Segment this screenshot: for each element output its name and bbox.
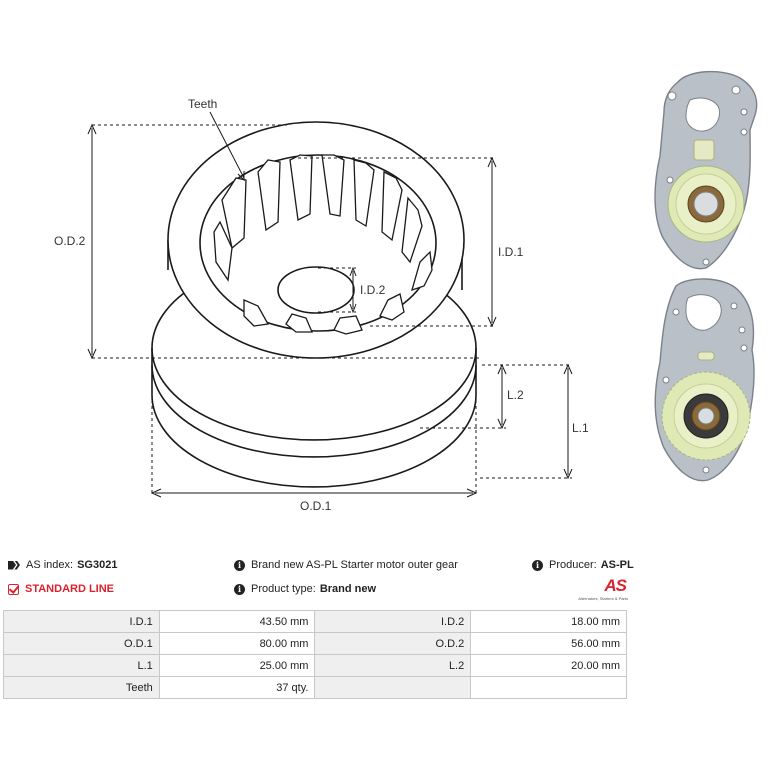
spec-label	[314, 676, 472, 699]
info-icon: i	[234, 559, 245, 571]
spec-value: 20.00 mm	[470, 654, 627, 677]
label-id1: I.D.1	[498, 245, 524, 259]
spec-value: 25.00 mm	[158, 654, 316, 677]
spec-value: 43.50 mm	[158, 610, 316, 633]
info-icon: i	[234, 583, 245, 595]
producer: i Producer: AS-PL	[532, 559, 634, 571]
product-photo-top	[654, 70, 758, 270]
spec-value: 80.00 mm	[158, 632, 316, 655]
standard-line: STANDARD LINE	[8, 583, 114, 595]
spec-label: O.D.2	[314, 632, 472, 655]
tag-icon	[8, 561, 20, 570]
spec-label: I.D.1	[3, 610, 160, 633]
check-icon	[8, 583, 19, 595]
producer-label: Producer:	[549, 559, 597, 571]
label-od1: O.D.1	[300, 499, 332, 513]
table-row: I.D.1 43.50 mm I.D.2 18.00 mm	[3, 610, 627, 633]
gear-teeth	[213, 154, 433, 335]
spec-label: Teeth	[3, 676, 160, 699]
label-teeth: Teeth	[188, 97, 217, 111]
logo-subtitle: Alternators, Starters & Parts	[578, 596, 628, 601]
description: i Brand new AS-PL Starter motor outer ge…	[234, 559, 458, 571]
product-type-label: Product type:	[251, 583, 316, 595]
table-row: Teeth 37 qty.	[3, 676, 627, 699]
info-icon: i	[532, 559, 543, 571]
label-l1: L.1	[572, 421, 589, 435]
logo-mark: AS	[604, 576, 627, 595]
spec-value: 37 qty.	[158, 676, 316, 699]
as-logo: AS Alternators, Starters & Parts	[566, 576, 628, 602]
dimension-lines	[87, 111, 573, 498]
spec-table: I.D.1 43.50 mm I.D.2 18.00 mm O.D.1 80.0…	[3, 610, 627, 699]
label-id2: I.D.2	[360, 283, 386, 297]
producer-value: AS-PL	[600, 559, 634, 571]
spec-value	[470, 676, 627, 699]
standard-line-label: STANDARD LINE	[25, 583, 115, 595]
spec-label: O.D.1	[3, 632, 160, 655]
spec-label: L.1	[3, 654, 160, 677]
table-row: O.D.1 80.00 mm O.D.2 56.00 mm	[3, 632, 627, 655]
dimension-labels: Teeth O.D.2 I.D.1 I.D.2 L.2 L.1 O.D.1	[54, 97, 589, 513]
description-text: Brand new AS-PL Starter motor outer gear	[251, 559, 458, 571]
product-type-value: Brand new	[319, 583, 377, 595]
label-l2: L.2	[507, 388, 524, 402]
label-od2: O.D.2	[54, 234, 86, 248]
spec-label: L.2	[314, 654, 472, 677]
spec-value: 56.00 mm	[470, 632, 627, 655]
spec-label: I.D.2	[314, 610, 472, 633]
as-index-label: AS index:	[26, 559, 74, 571]
technical-drawing: Teeth O.D.2 I.D.1 I.D.2 L.2 L.1 O.D.1	[54, 70, 758, 513]
product-type: i Product type: Brand new	[234, 583, 376, 595]
product-photo-bottom	[654, 278, 755, 482]
center-hole	[277, 266, 355, 314]
as-index-value: SG3021	[77, 559, 118, 571]
spec-value: 18.00 mm	[470, 610, 627, 633]
table-row: L.1 25.00 mm L.2 20.00 mm	[3, 654, 627, 677]
as-index: AS index: SG3021	[8, 559, 117, 571]
